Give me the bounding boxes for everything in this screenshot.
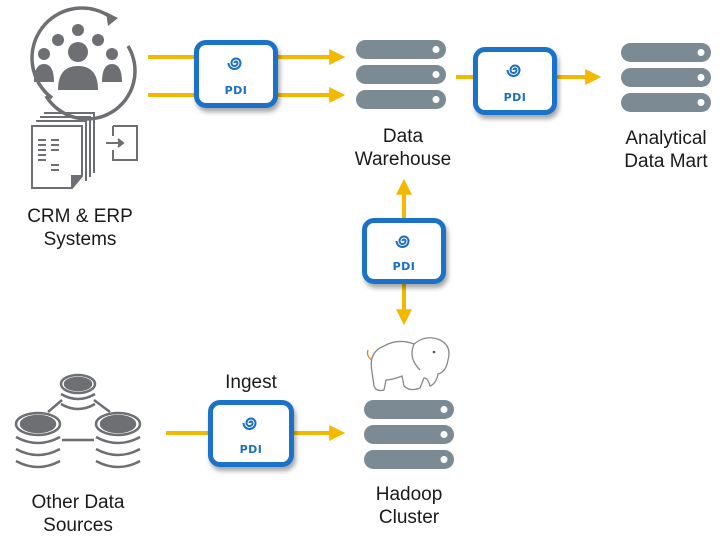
data-warehouse-server-icon: [356, 40, 446, 109]
pdi-swirl-icon: [506, 64, 521, 77]
hadoop-label-line2: Cluster: [378, 507, 440, 528]
pdi-box-ingest: PDI: [208, 400, 294, 467]
data-warehouse-label-line1: Data: [382, 126, 424, 147]
documents-icon: [31, 112, 95, 189]
data-warehouse-label: Data Warehouse: [336, 125, 470, 171]
hadoop-elephant-icon: [366, 337, 450, 392]
pdi-swirl-icon: [242, 417, 257, 430]
pdi-box-dw-to-mart: PDI: [473, 47, 557, 115]
other-sources-label: Other Data Sources: [10, 491, 146, 537]
pdi-swirl-icon: [227, 57, 242, 70]
data-mart-label: Analytical Data Mart: [606, 127, 726, 173]
data-warehouse-label-line2: Warehouse: [354, 149, 452, 170]
other-sources-label-line1: Other Data: [31, 492, 125, 513]
ingest-caption: Ingest: [225, 372, 277, 393]
crm-erp-label: CRM & ERP Systems: [10, 205, 150, 251]
import-icon: [106, 125, 138, 161]
hadoop-label-line1: Hadoop: [375, 484, 443, 505]
pdi-box-crm-to-dw: PDI: [194, 40, 278, 108]
pdi-label: PDI: [239, 443, 263, 456]
data-mart-label-line2: Data Mart: [624, 151, 708, 172]
hadoop-cluster-label: Hadoop Cluster: [350, 483, 468, 529]
database-cluster-icon: [14, 373, 142, 469]
crm-erp-label-line2: Systems: [43, 229, 117, 250]
pdi-swirl-icon: [395, 235, 410, 248]
other-sources-label-line2: Sources: [43, 515, 113, 536]
data-mart-server-icon: [621, 43, 711, 112]
hadoop-server-icon: [364, 400, 454, 469]
data-mart-label-line1: Analytical: [625, 128, 707, 149]
people-cycle-icon: [30, 6, 137, 121]
pdi-box-dw-hadoop: PDI: [362, 218, 446, 284]
pdi-label: PDI: [392, 260, 416, 273]
pdi-label: PDI: [224, 84, 248, 97]
pdi-label: PDI: [503, 91, 527, 104]
crm-erp-label-line1: CRM & ERP: [27, 206, 133, 227]
